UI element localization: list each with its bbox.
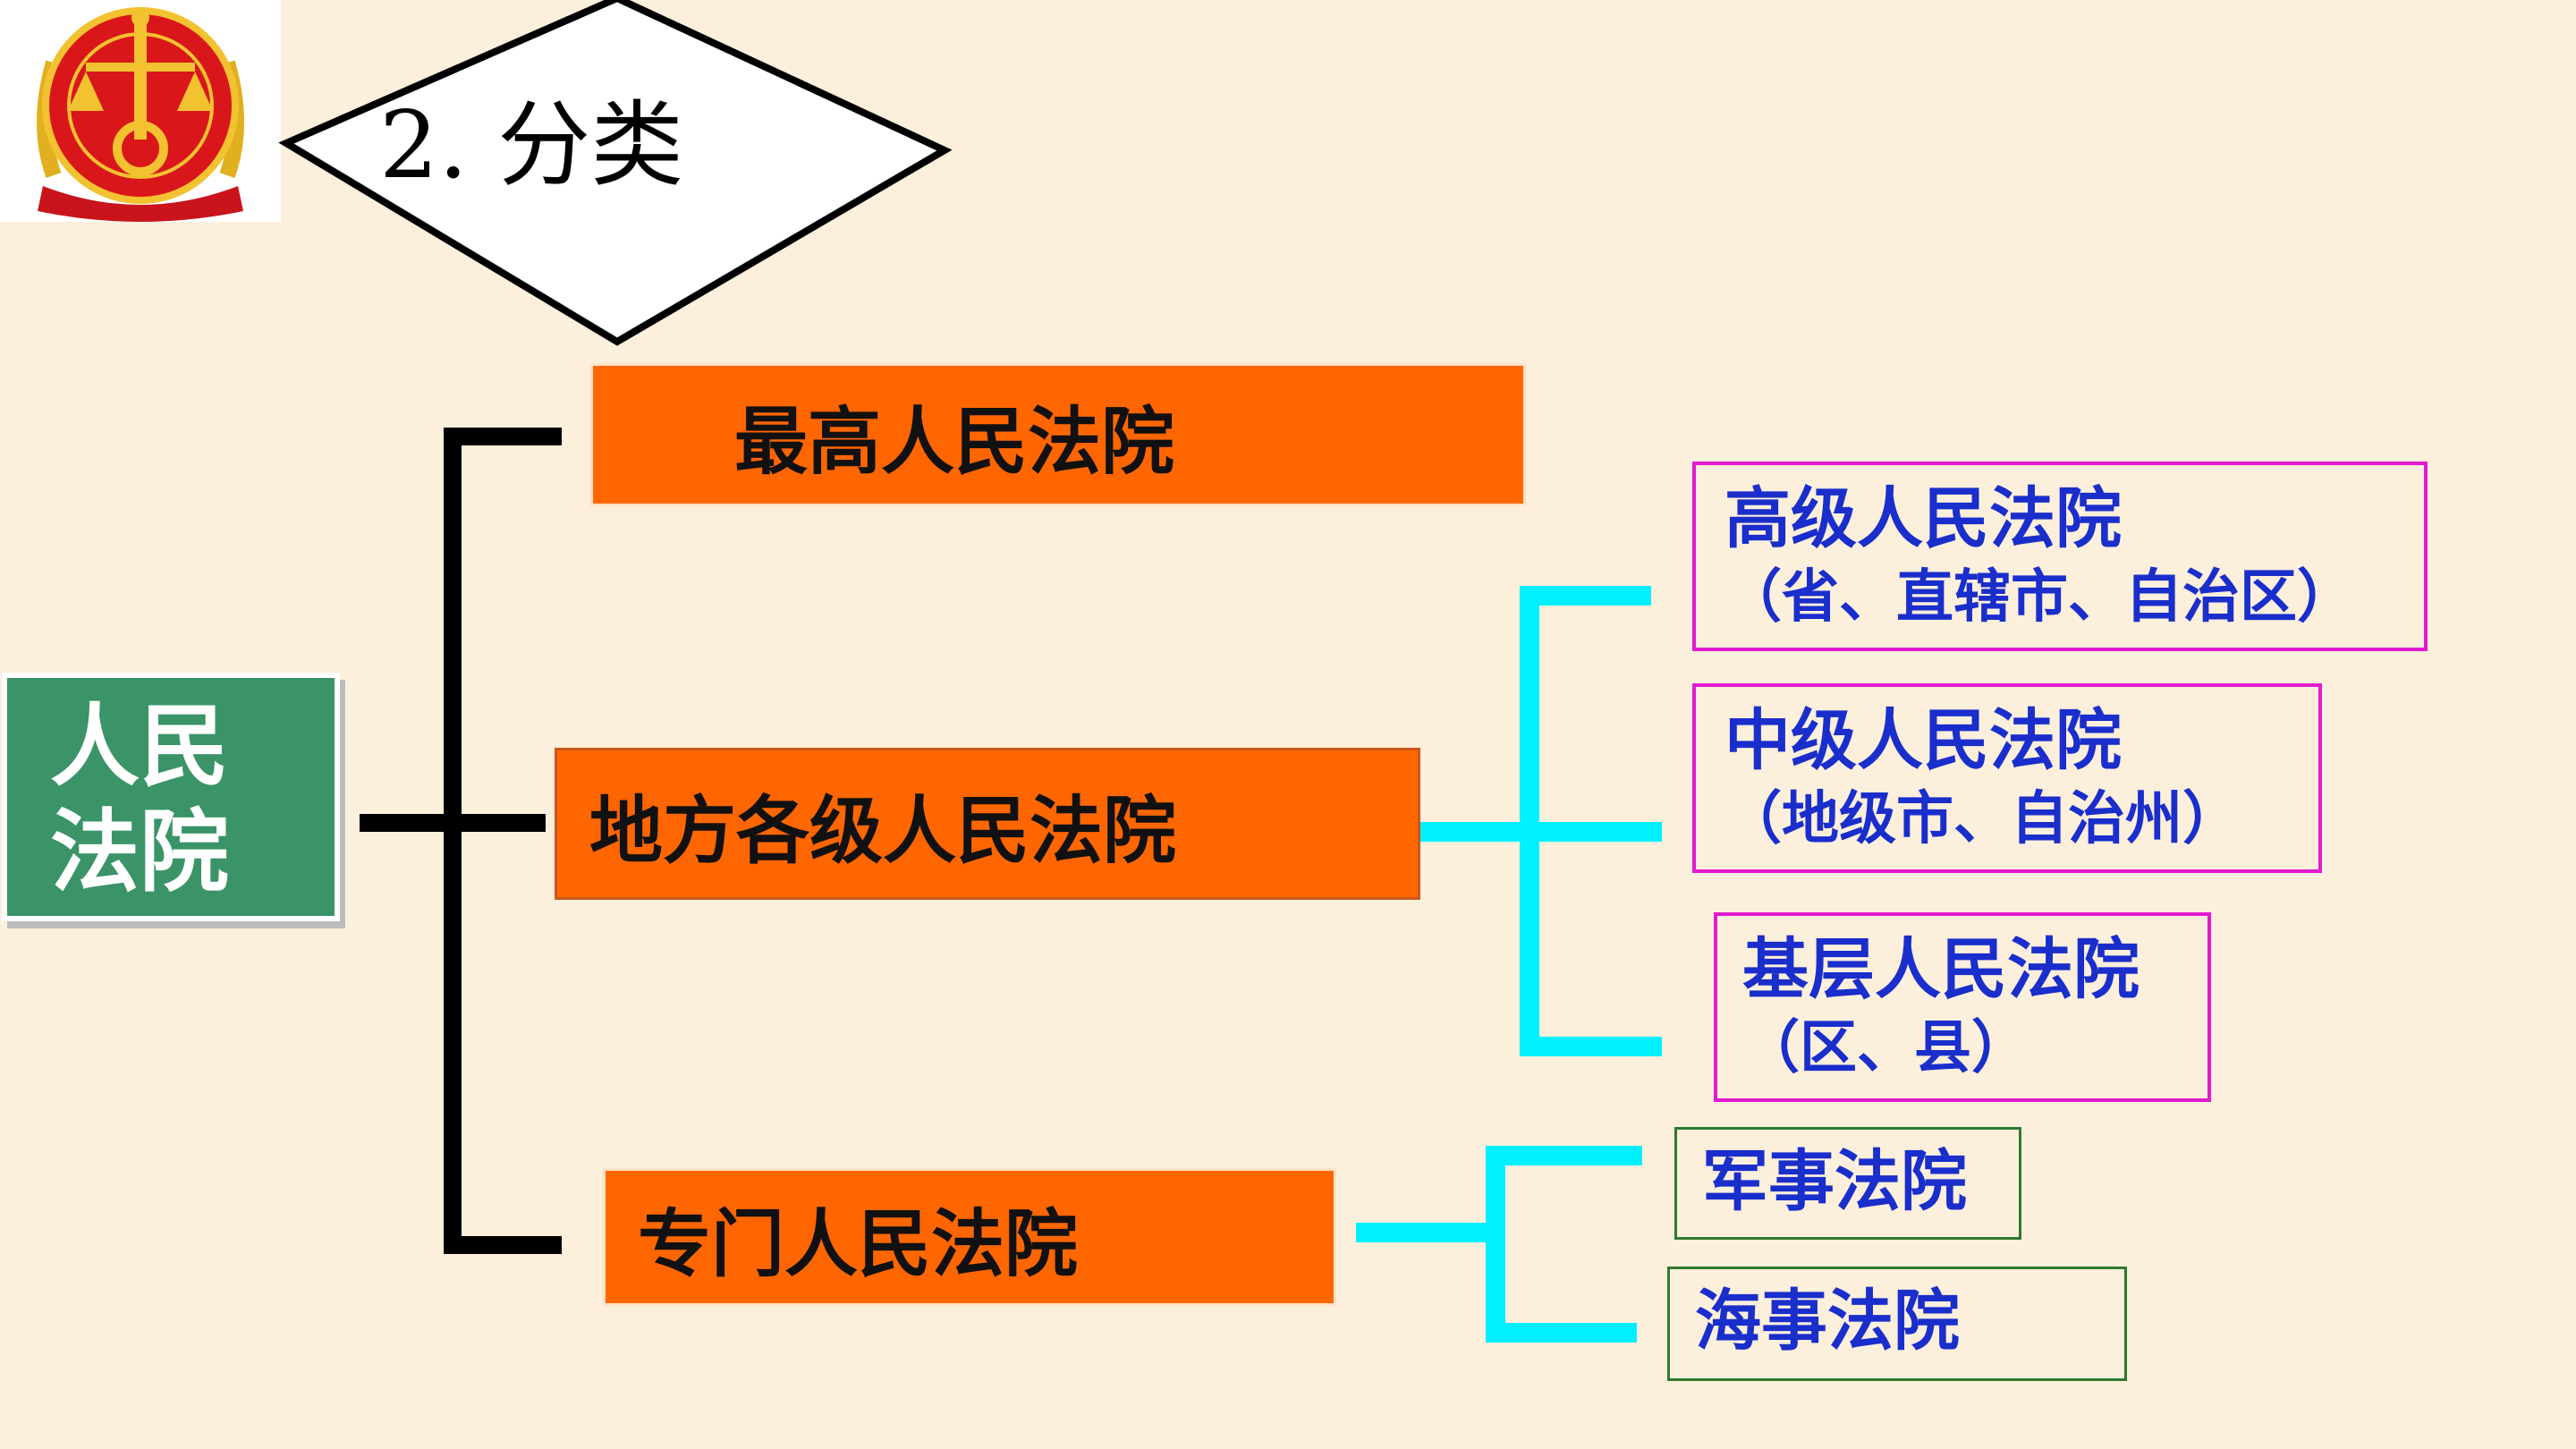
node-maritime-court: 海事法院 xyxy=(1667,1267,2127,1381)
special-spine xyxy=(1486,1146,1642,1343)
local-bracket xyxy=(1404,586,1662,1056)
section-title: 2. 分类 xyxy=(379,90,684,199)
node-basic-court: 基层人民法院 （区、县） xyxy=(1714,912,2211,1102)
node-high-court: 高级人民法院 （省、直辖市、自治区） xyxy=(1692,462,2428,651)
root-node-peoples-courts: 人民 法院 xyxy=(2,673,340,921)
root-label-line1: 人民 xyxy=(50,694,229,799)
intermediate-court-note: （地级市、自治州） xyxy=(1724,785,2240,852)
title-diamond xyxy=(278,0,953,346)
basic-court-name: 基层人民法院 xyxy=(1742,931,2140,1008)
node-local-courts: 地方各级人民法院 xyxy=(555,748,1420,900)
bracket-spine xyxy=(444,428,562,1254)
high-court-name: 高级人民法院 xyxy=(1724,480,2122,557)
primary-bracket xyxy=(360,428,562,1254)
node-special-courts: 专门人民法院 xyxy=(603,1168,1336,1306)
intermediate-court-name: 中级人民法院 xyxy=(1724,702,2122,779)
special-bracket xyxy=(1356,1146,1642,1343)
court-emblem-icon xyxy=(0,0,281,222)
local-spine xyxy=(1520,586,1662,1056)
node-supreme-court: 最高人民法院 xyxy=(590,363,1526,506)
node-intermediate-court: 中级人民法院 （地级市、自治州） xyxy=(1692,683,2322,873)
basic-court-note: （区、县） xyxy=(1742,1014,2029,1081)
node-military-court: 军事法院 xyxy=(1674,1127,2021,1240)
root-label-line2: 法院 xyxy=(50,800,229,904)
high-court-note: （省、直辖市、自治区） xyxy=(1724,564,2354,631)
